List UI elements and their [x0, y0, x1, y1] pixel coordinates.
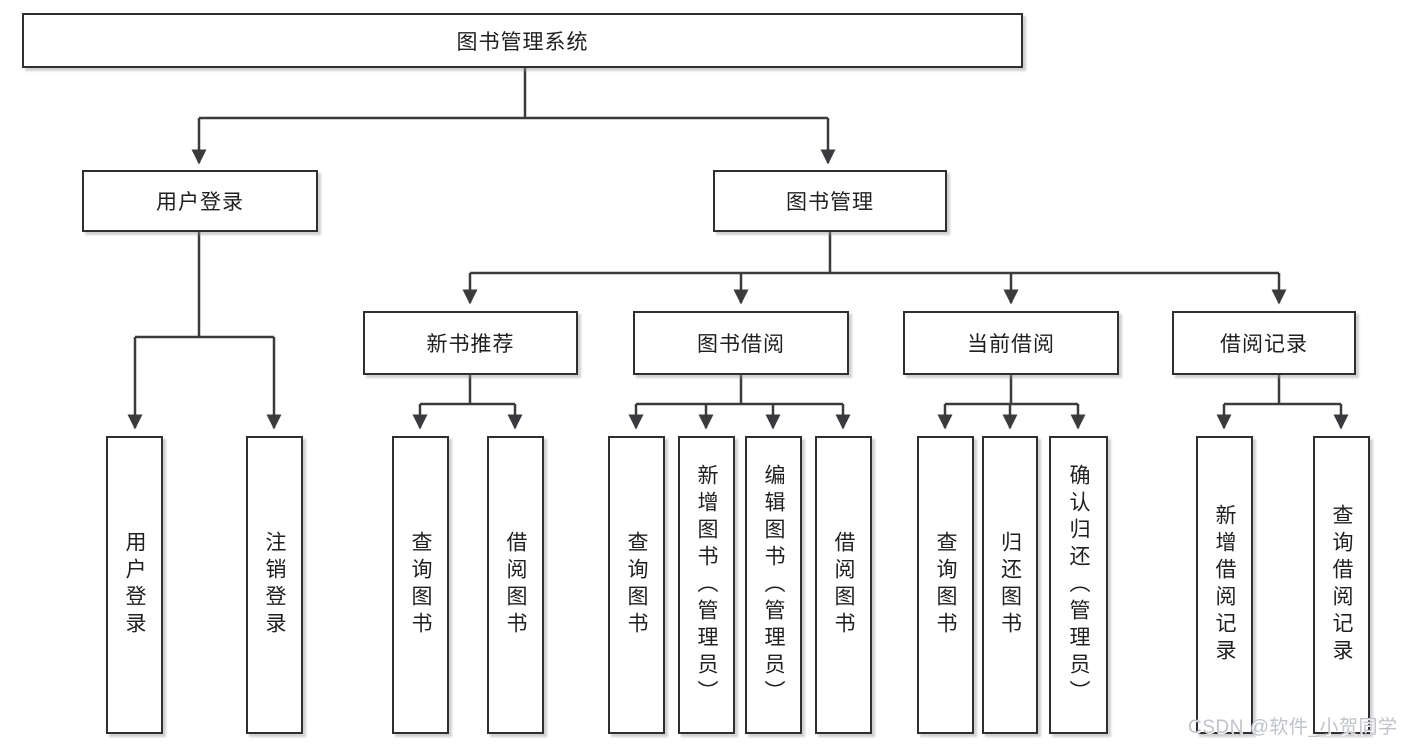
- node-current-borrowing: 当前借阅: [903, 311, 1119, 375]
- node-user-login: 用户登录: [82, 170, 318, 232]
- node-borrow-books-borrowing: 借阅图书: [815, 436, 872, 734]
- node-confirm-return-admin: 确认归还（管理员）: [1049, 436, 1108, 734]
- node-query-books-recommend: 查询图书: [392, 436, 449, 734]
- node-query-books-current: 查询图书: [917, 436, 974, 734]
- node-book-management: 图书管理: [713, 170, 947, 232]
- node-book-borrowing: 图书借阅: [633, 311, 849, 375]
- node-new-book-recommendation: 新书推荐: [363, 311, 578, 375]
- node-library-management-system: 图书管理系统: [22, 13, 1023, 68]
- node-borrow-books-recommend: 借阅图书: [487, 436, 544, 734]
- node-query-borrow-record: 查询借阅记录: [1313, 436, 1370, 734]
- node-edit-book-admin: 编辑图书（管理员）: [745, 436, 802, 734]
- node-add-borrow-record: 新增借阅记录: [1196, 436, 1253, 734]
- node-add-book-admin: 新增图书（管理员）: [678, 436, 735, 734]
- node-return-books: 归还图书: [982, 436, 1038, 734]
- watermark-text: CSDN @软件_小贺同学: [1188, 717, 1398, 738]
- node-borrowing-records: 借阅记录: [1172, 311, 1356, 375]
- node-user-login-leaf: 用户登录: [106, 436, 163, 734]
- node-logout: 注销登录: [246, 436, 303, 734]
- node-query-books-borrowing: 查询图书: [608, 436, 665, 734]
